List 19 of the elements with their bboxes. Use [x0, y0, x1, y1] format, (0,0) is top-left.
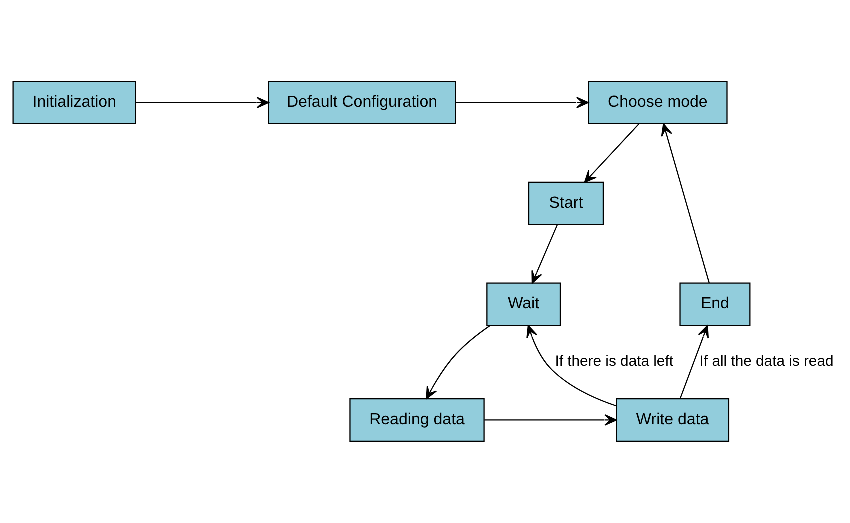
arrow [136, 97, 270, 109]
arrow [661, 124, 710, 284]
edge-label: If all the data is read [700, 354, 834, 370]
arrow [584, 124, 640, 183]
arrow [426, 325, 491, 400]
arrow [456, 97, 589, 109]
arrow [680, 325, 710, 400]
node-box: Default Configuration [268, 81, 456, 125]
node-box: Write data [616, 398, 730, 442]
node-box: Wait [486, 282, 562, 326]
arrow [526, 325, 617, 407]
arrow [484, 414, 618, 426]
node-box: Start [528, 182, 604, 226]
node-box: End [680, 282, 751, 326]
edge-label: If there is data left [555, 354, 674, 370]
node-box: Initialization [12, 81, 136, 125]
node-box: Reading data [350, 398, 485, 442]
node-box: Choose mode [588, 81, 728, 125]
arrow [532, 224, 558, 284]
